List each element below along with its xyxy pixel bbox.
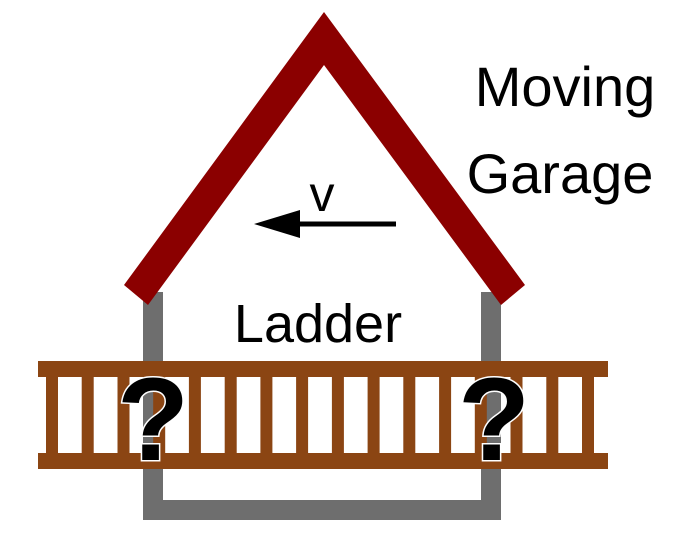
ladder-top-rail <box>38 361 608 377</box>
ladder-rung <box>224 377 237 453</box>
ladder-bottom-rail <box>38 453 608 469</box>
ladder-rung <box>582 377 594 453</box>
garage-frame <box>143 292 501 520</box>
question-mark-right: ? <box>458 354 530 486</box>
ladder-rung <box>331 377 344 453</box>
ladder <box>38 361 608 469</box>
ladder-label: Ladder <box>234 294 402 354</box>
ladder-rung <box>117 377 130 453</box>
ladder-rung <box>439 377 452 453</box>
ladder-rung <box>46 377 58 453</box>
question-mark-left: ? <box>117 354 189 486</box>
garage-roof <box>124 12 525 305</box>
ladder-rung <box>260 377 273 453</box>
ladder-rungs <box>46 377 594 453</box>
garage-floor <box>143 500 501 520</box>
ladder-rung <box>188 377 201 453</box>
ladder-rung <box>296 377 309 453</box>
ladder-rung <box>546 377 559 453</box>
title-line-2: Garage <box>467 142 654 205</box>
ladder-rung <box>153 377 166 453</box>
ladder-rung <box>510 377 523 453</box>
velocity-label: v <box>310 166 335 222</box>
ladder-rung <box>81 377 94 453</box>
arrow-head-icon <box>254 210 300 238</box>
ladder-rung <box>403 377 416 453</box>
title-line-1: Moving <box>475 55 656 118</box>
ladder-rung <box>474 377 487 453</box>
velocity-arrow <box>254 210 396 238</box>
ladder-rung <box>367 377 380 453</box>
